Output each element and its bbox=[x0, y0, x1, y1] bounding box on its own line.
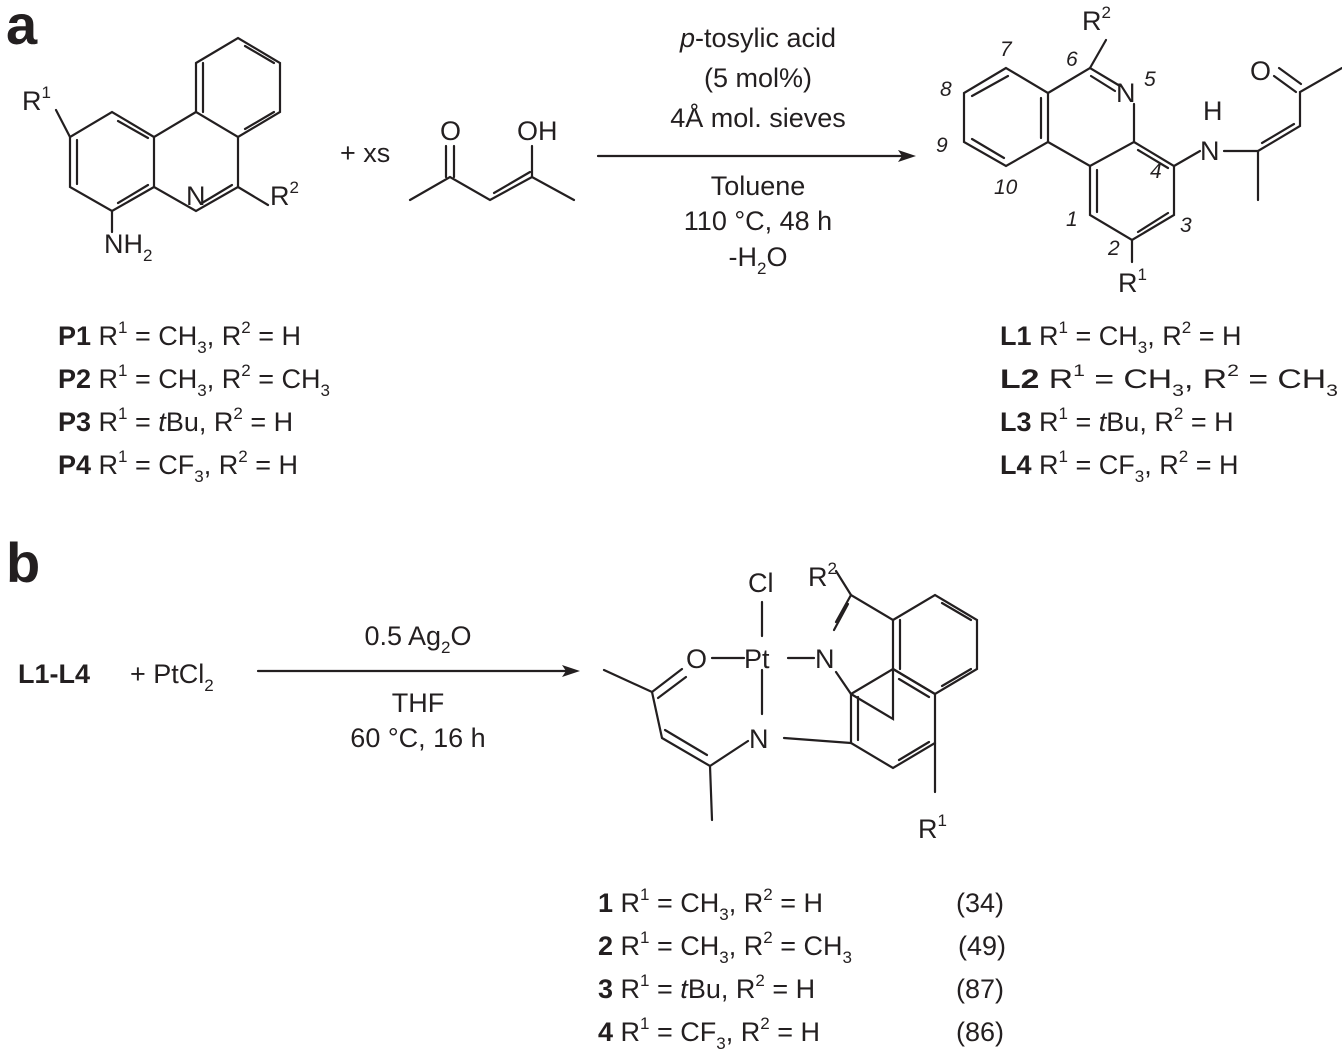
svg-text:9: 9 bbox=[936, 134, 948, 157]
svg-text:3: 3 bbox=[1180, 214, 1192, 237]
ligand-ring-nitrogen: N bbox=[1116, 78, 1136, 108]
sm-row-p4: P4 R1 = CF3, R2 = H bbox=[58, 447, 298, 486]
sm-r1-label: R1 bbox=[22, 83, 51, 116]
plus-xs: + xs bbox=[340, 138, 390, 168]
panel-b-label: b bbox=[6, 531, 40, 594]
svg-text:7: 7 bbox=[1000, 38, 1013, 61]
svg-text:4: 4 bbox=[1150, 160, 1162, 183]
ligand-r2-label: R2 bbox=[1082, 3, 1111, 36]
condition-loading: (5 mol%) bbox=[704, 63, 812, 93]
atom-numbering: 1 2 3 4 5 6 7 8 9 10 bbox=[936, 38, 1192, 260]
ligand-row-l4: L4 R1 = CF3, R2 = H bbox=[1000, 447, 1239, 486]
sm-row-p1: P1 R1 = CH3, R2 = H bbox=[58, 318, 301, 357]
ligand-amine-n: N bbox=[1200, 136, 1220, 166]
reagent-ptcl2: + PtCl2 bbox=[130, 659, 214, 695]
complex-oxygen: O bbox=[686, 644, 707, 674]
svg-text:8: 8 bbox=[940, 78, 952, 101]
enol-hydroxyl: OH bbox=[517, 116, 558, 146]
complex-list: 1 R1 = CH3, R2 = H 2 R1 = CH3, R2 = CH3 … bbox=[598, 885, 1006, 1051]
ligand-amine-h: H bbox=[1203, 96, 1223, 126]
acetylacetone-enol bbox=[408, 144, 576, 202]
complex-amide-nitrogen: N bbox=[749, 724, 769, 754]
reaction-arrow-a bbox=[596, 150, 916, 162]
complex-row-2: 2 R1 = CH3, R2 = CH3 bbox=[598, 928, 852, 967]
complex-ring-nitrogen: N bbox=[815, 644, 835, 674]
svg-text:2: 2 bbox=[1107, 237, 1120, 260]
platinum-center: Pt bbox=[744, 644, 770, 674]
condition-solvent-thf: THF bbox=[392, 688, 444, 718]
complex-row-1: 1 R1 = CH3, R2 = H bbox=[598, 885, 823, 924]
reaction-arrow-b bbox=[256, 665, 580, 677]
ring-nitrogen: N bbox=[186, 181, 206, 211]
yield-1: (34) bbox=[956, 888, 1004, 918]
condition-water-removal: -H2O bbox=[729, 242, 788, 278]
condition-temperature-b: 60 °C, 16 h bbox=[350, 723, 485, 753]
svg-text:5: 5 bbox=[1144, 68, 1156, 91]
phenanthridine-starting-material: N bbox=[54, 36, 282, 234]
condition-silver-oxide: 0.5 Ag2O bbox=[364, 621, 471, 657]
sm-r2-label: R2 bbox=[270, 178, 299, 211]
condition-catalyst: p-tosylic acid bbox=[679, 23, 836, 53]
sm-row-p2: P2 R1 = CH3, R2 = CH3 bbox=[58, 361, 330, 400]
condition-solvent: Toluene bbox=[711, 171, 806, 201]
sm-row-p3: P3 R1 = tBu, R2 = H bbox=[58, 404, 293, 437]
platinum-complex bbox=[602, 569, 979, 822]
ligand-product: N N H O bbox=[962, 38, 1342, 264]
reactant-ligands: L1-L4 bbox=[18, 659, 90, 689]
ligand-r1-label: R1 bbox=[1118, 265, 1147, 298]
svg-text:6: 6 bbox=[1066, 48, 1078, 71]
complex-row-3: 3 R1 = tBu, R2 = H bbox=[598, 971, 815, 1004]
svg-text:10: 10 bbox=[994, 176, 1018, 199]
ligand-row-l3: L3 R1 = tBu, R2 = H bbox=[1000, 404, 1234, 437]
complex-row-4: 4 R1 = CF3, R2 = H bbox=[598, 1014, 820, 1051]
starting-material-list: P1 R1 = CH3, R2 = H P2 R1 = CH3, R2 = CH… bbox=[58, 318, 330, 486]
svg-text:1: 1 bbox=[1066, 208, 1078, 231]
complex-r1-label: R1 bbox=[918, 811, 947, 844]
condition-sieves: 4Å mol. sieves bbox=[670, 102, 846, 133]
ligand-carbonyl-oxygen: O bbox=[1250, 56, 1271, 86]
chloride-ligand: Cl bbox=[748, 568, 774, 598]
panel-a-label: a bbox=[6, 0, 38, 56]
complex-r2-label: R2 bbox=[808, 559, 837, 592]
ligand-row-l1: L1 R1 = CH3, R2 = H bbox=[1000, 318, 1242, 357]
yield-2: (49) bbox=[958, 931, 1006, 961]
sm-amino-label: NH2 bbox=[104, 229, 152, 265]
yield-3: (87) bbox=[956, 974, 1004, 1004]
condition-temperature: 110 °C, 48 h bbox=[684, 206, 832, 236]
yield-4: (86) bbox=[956, 1017, 1004, 1047]
keto-oxygen: O bbox=[440, 116, 461, 146]
